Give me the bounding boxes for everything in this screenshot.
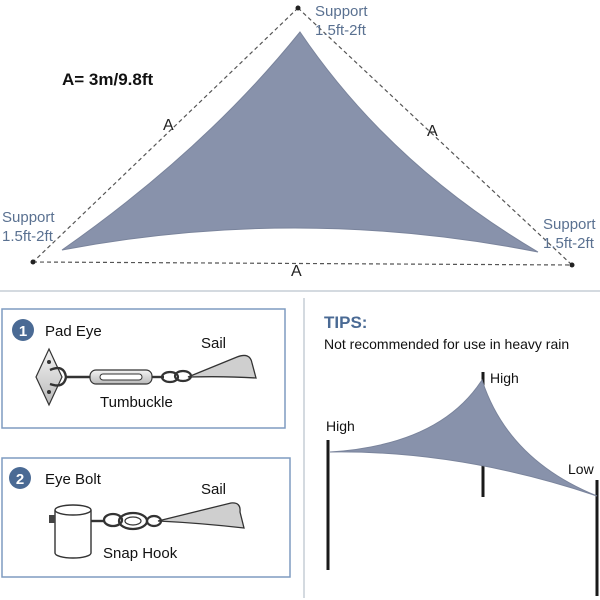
- support-left-range: 1.5ft-2ft: [2, 228, 54, 245]
- support-top-range: 1.5ft-2ft: [315, 22, 367, 39]
- method-2-number-badge: [9, 467, 31, 489]
- side-label-bottom: A: [291, 263, 302, 280]
- method-2-sail-label: Sail: [201, 481, 226, 498]
- method-1-pad-eye: 1 Pad Eye Sail Tumbuckle: [1, 308, 286, 429]
- method-2-sail-corner-icon: [157, 502, 245, 529]
- method-1-frame: [1, 308, 286, 429]
- method-1-sail-label: Sail: [201, 335, 226, 352]
- top-triangle-section: A= 3m/9.8ft A A A Support 1.5ft-2ft Supp…: [2, 3, 596, 280]
- support-right-range: 1.5ft-2ft: [543, 235, 595, 252]
- method-1-sail-corner-icon: [187, 354, 257, 379]
- support-left-title: Support: [2, 209, 55, 226]
- support-points: [30, 5, 575, 268]
- method-1-number: 1: [19, 323, 27, 340]
- method-2-frame: [1, 457, 291, 578]
- method-1-part-label: Tumbuckle: [100, 394, 173, 411]
- dimension-label: A= 3m/9.8ft: [62, 70, 154, 89]
- method-2-eye-bolt: 2 Eye Bolt Sail Snap Hook: [1, 457, 291, 578]
- method-2-title: Eye Bolt: [45, 471, 102, 488]
- tips-label-high-middle: High: [490, 370, 519, 386]
- tips-text: Not recommended for use in heavy rain: [324, 336, 569, 352]
- method-1-title: Pad Eye: [45, 323, 102, 340]
- support-right-title: Support: [543, 216, 596, 233]
- method-1-number-badge: [12, 319, 34, 341]
- method-2-number: 2: [16, 471, 24, 488]
- shade-sail-triangle: [61, 31, 539, 253]
- side-label-left: A: [163, 117, 174, 134]
- tips-label-low: Low: [568, 461, 595, 477]
- eye-bolt-snap-hook-icon: [91, 511, 163, 531]
- side-label-right: A: [427, 123, 438, 140]
- pad-eye-icon: [35, 347, 68, 407]
- turnbuckle-icon: [66, 369, 193, 385]
- post-cylinder-icon: [49, 504, 92, 559]
- support-top-title: Support: [315, 3, 368, 20]
- tips-section: TIPS: Not recommended for use in heavy r…: [324, 313, 599, 596]
- method-2-part-label: Snap Hook: [103, 545, 178, 562]
- tips-shade-sail: [329, 378, 598, 497]
- tips-heading: TIPS:: [324, 313, 367, 332]
- support-guide-lines: [32, 7, 573, 266]
- tips-label-high-left: High: [326, 418, 355, 434]
